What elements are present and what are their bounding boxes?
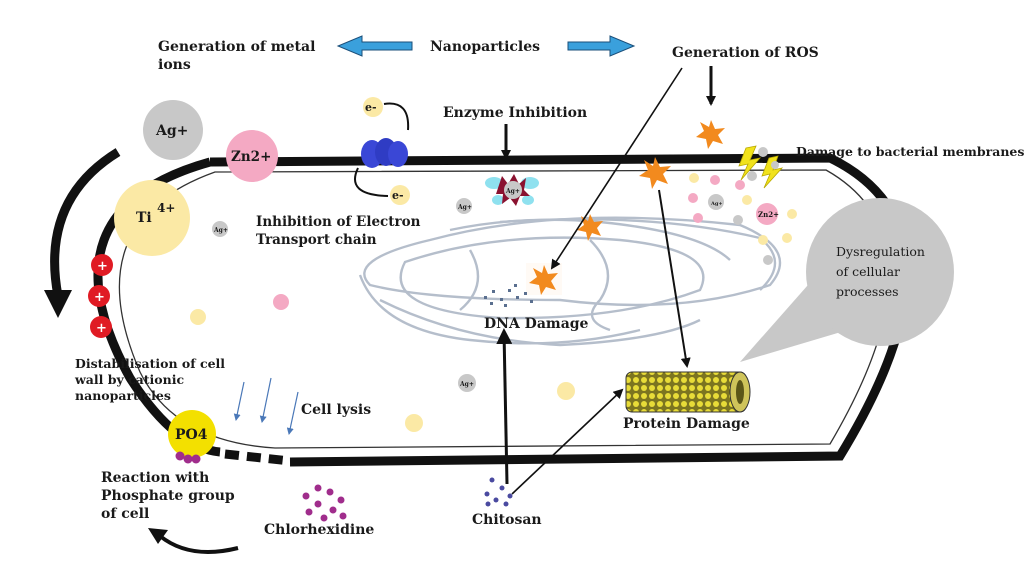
label-chitosan: Chitosan [472, 512, 542, 528]
svg-text:Ag+: Ag+ [459, 381, 474, 388]
small-ti-ion [190, 309, 206, 325]
label-etc-line2: Transport chain [256, 232, 377, 248]
electron-transport-complex: e- e- [354, 97, 410, 205]
lightning-icon [761, 155, 784, 189]
svg-text:Zn2+: Zn2+ [758, 210, 779, 219]
svg-text:Zn2+: Zn2+ [231, 149, 271, 165]
label-phosphate-line3: of cell [101, 506, 149, 522]
small-ag-ion: Ag+ [212, 221, 228, 237]
svg-text:+: + [96, 321, 107, 336]
label-dysregulation-line1: Dysregulation [836, 244, 925, 259]
label-metal-ions-line2: ions [158, 57, 191, 73]
chitosan-particles [484, 477, 513, 507]
small-zn-ion [273, 294, 289, 310]
label-dna-damage: DNA Damage [484, 316, 589, 332]
membrane-damage-particles: Ag+ Zn2+ [688, 147, 797, 265]
svg-text:4+: 4+ [157, 201, 175, 215]
dna-fragment-dots [484, 284, 533, 307]
arrow-ros-to-protein [658, 189, 691, 368]
lightning-icon [738, 145, 762, 181]
dysregulation-callout [740, 198, 954, 362]
chlorhexidine-particles [302, 484, 347, 522]
label-distab-line1: Distabilisation of cell [75, 356, 225, 371]
svg-text:+: + [94, 290, 105, 305]
label-dysregulation-line2: of cellular [836, 264, 900, 279]
label-cell-lysis: Cell lysis [301, 402, 371, 418]
label-etc-line1: Inhibition of Electron [256, 214, 421, 230]
curved-arrow-left [44, 148, 121, 318]
label-phosphate-line2: Phosphate group [101, 488, 235, 504]
small-ag-ion: Ag+ [456, 198, 472, 214]
label-phosphate-line1: Reaction with [101, 470, 209, 486]
po4-group: PO4 [168, 410, 216, 464]
svg-text:e-: e- [365, 101, 377, 114]
cell-lysis-arrows [233, 377, 299, 435]
enzyme-inhibition-complex: Ag+ [485, 124, 539, 206]
arrow-ros-to-dna [550, 67, 683, 270]
label-protein-damage: Protein Damage [623, 416, 750, 432]
svg-text:Ag+: Ag+ [710, 201, 723, 207]
label-dysregulation-line3: processes [836, 284, 899, 299]
svg-text:e-: e- [392, 189, 404, 202]
ros-star-icon [639, 157, 671, 189]
small-ti-ion [557, 382, 575, 400]
label-distab-line2: wall by cationic [74, 372, 184, 387]
svg-text:Ti: Ti [136, 210, 152, 226]
arrow-to-metal-ions [336, 35, 413, 57]
svg-text:Ag+: Ag+ [457, 204, 472, 211]
cationic-nanoparticles: + + + [88, 254, 113, 338]
ros-star-dna-icon [526, 263, 562, 295]
svg-text:+: + [97, 259, 108, 274]
small-ag-ion: Ag+ [458, 374, 476, 392]
label-chlorhexidine: Chlorhexidine [264, 522, 374, 538]
label-membrane-damage: Damage to bacterial membranes [796, 144, 1024, 159]
label-distab-line3: nanoparticles [75, 388, 171, 403]
nucleoid-dna [358, 216, 782, 347]
svg-text:Ag+: Ag+ [155, 123, 188, 139]
label-nanoparticles: Nanoparticles [430, 39, 540, 55]
svg-text:PO4: PO4 [175, 427, 208, 443]
label-generation-ros: Generation of ROS [672, 45, 819, 61]
arrow-chitosan-to-protein [511, 388, 624, 495]
svg-text:Ag+: Ag+ [505, 188, 520, 195]
arrow-chitosan-to-dna [496, 328, 513, 485]
protein-structure [625, 371, 751, 413]
ag-ion: Ag+ [143, 100, 203, 160]
label-metal-ions-line1: Generation of metal [158, 39, 315, 55]
arrow-to-ros [567, 35, 636, 57]
label-enzyme-inhibition: Enzyme Inhibition [443, 105, 587, 121]
ti-ion: Ti 4+ [114, 180, 190, 256]
curved-arrow-phosphate [148, 528, 239, 554]
zn-ion: Zn2+ [226, 130, 278, 182]
svg-text:Ag+: Ag+ [213, 227, 228, 234]
small-ti-ion [405, 414, 423, 432]
ros-star-icon [696, 120, 725, 149]
